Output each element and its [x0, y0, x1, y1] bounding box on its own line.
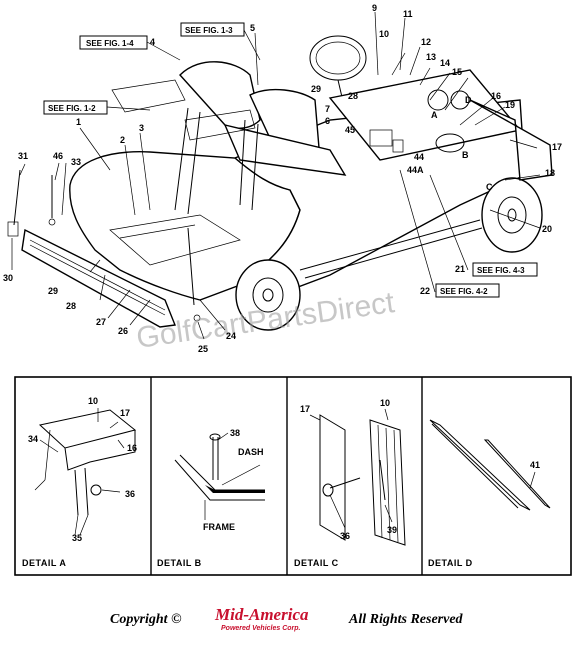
callout-33: 33 [71, 157, 81, 167]
callout-12: 12 [421, 37, 431, 47]
callout-6: 6 [325, 116, 330, 126]
detail-marker-c: C [486, 182, 493, 192]
figure-references: SEE FIG. 1-4 SEE FIG. 1-3 SEE FIG. 1-2 S… [43, 22, 538, 298]
fig-1-4-ref: SEE FIG. 1-4 [86, 39, 134, 48]
callout-3: 3 [139, 123, 144, 133]
callout-25: 25 [198, 344, 208, 354]
callout-26: 26 [118, 326, 128, 336]
fig-4-3-ref: SEE FIG. 4-3 [477, 266, 525, 275]
callout-44: 44 [414, 152, 424, 162]
detail-c-label-39: 39 [387, 525, 397, 535]
detail-a-label-17: 17 [120, 408, 130, 418]
fig-1-2-ref: SEE FIG. 1-2 [48, 104, 96, 113]
callout-28-front: 28 [66, 301, 76, 311]
detail-panels: 10 17 16 34 36 35 DETAIL A 38 DASH FRAME… [14, 376, 572, 576]
detail-b-label-38: 38 [230, 428, 240, 438]
callout-13: 13 [426, 52, 436, 62]
callout-1: 1 [76, 117, 81, 127]
callout-16: 16 [491, 91, 501, 101]
detail-marker-a: A [431, 110, 438, 120]
callouts: 1 2 3 4 5 6 7 9 10 11 12 13 14 15 16 17 … [3, 3, 562, 354]
callout-27: 27 [96, 317, 106, 327]
callout-2: 2 [120, 135, 125, 145]
detail-c-label-10: 10 [380, 398, 390, 408]
golf-cart-illustration: GolfCartPartsDirect [7, 35, 553, 355]
callout-14: 14 [440, 58, 450, 68]
detail-d: 41 DETAIL D [428, 419, 551, 568]
detail-a-label-16: 16 [127, 443, 137, 453]
callout-15: 15 [452, 67, 462, 77]
detail-a-title: DETAIL A [22, 558, 66, 568]
callout-11: 11 [403, 9, 413, 19]
callout-5: 5 [250, 23, 255, 33]
callout-29-dash: 29 [311, 84, 321, 94]
detail-marker-b: B [462, 150, 469, 160]
copyright-text: Copyright © [110, 612, 182, 627]
detail-d-label-41: 41 [530, 460, 540, 470]
callout-9: 9 [372, 3, 377, 13]
detail-b-label-dash: DASH [238, 447, 264, 457]
logo-main: Mid-America [214, 605, 309, 624]
detail-c-label-17: 17 [300, 404, 310, 414]
detail-a-label-34: 34 [28, 434, 38, 444]
callout-21: 21 [455, 264, 465, 274]
fig-1-3-ref: SEE FIG. 1-3 [185, 26, 233, 35]
callout-19: 19 [505, 100, 515, 110]
detail-a-label-35: 35 [72, 533, 82, 543]
logo-sub: Powered Vehicles Corp. [221, 625, 301, 632]
leader-lines [11, 11, 541, 340]
detail-a-circle [427, 89, 449, 111]
callout-7: 7 [325, 104, 330, 114]
callout-30: 30 [3, 273, 13, 283]
callout-20: 20 [542, 224, 552, 234]
copyright-footer: Copyright © Mid-America Powered Vehicles… [110, 605, 464, 632]
callout-18: 18 [545, 168, 555, 178]
callout-4: 4 [150, 37, 155, 47]
detail-d-title: DETAIL D [428, 558, 473, 568]
detail-c-title: DETAIL C [294, 558, 339, 568]
callout-22: 22 [420, 286, 430, 296]
callout-10: 10 [379, 29, 389, 39]
callout-31: 31 [18, 151, 28, 161]
callout-17: 17 [552, 142, 562, 152]
callout-24: 24 [226, 331, 236, 341]
detail-a: 10 17 16 34 36 35 DETAIL A [22, 396, 137, 568]
company-logo: Mid-America Powered Vehicles Corp. [214, 605, 309, 632]
detail-b-label-frame: FRAME [203, 522, 235, 532]
detail-frame [14, 376, 572, 576]
detail-b-title: DETAIL B [157, 558, 202, 568]
rights-text: All Rights Reserved [348, 612, 464, 627]
detail-c-label-36: 36 [340, 531, 350, 541]
detail-a-label-36: 36 [125, 489, 135, 499]
callout-29-front: 29 [48, 286, 58, 296]
callout-46: 46 [53, 151, 63, 161]
callout-44a: 44A [407, 165, 424, 175]
fig-4-2-ref: SEE FIG. 4-2 [440, 287, 488, 296]
detail-c: 17 10 36 39 DETAIL C [294, 398, 406, 568]
detail-b: 38 DASH FRAME DETAIL B [157, 428, 265, 568]
callout-28-dash: 28 [348, 91, 358, 101]
callout-45: 45 [345, 125, 355, 135]
detail-dividers [150, 377, 423, 575]
detail-d-circle [450, 90, 470, 110]
detail-a-label-10: 10 [88, 396, 98, 406]
